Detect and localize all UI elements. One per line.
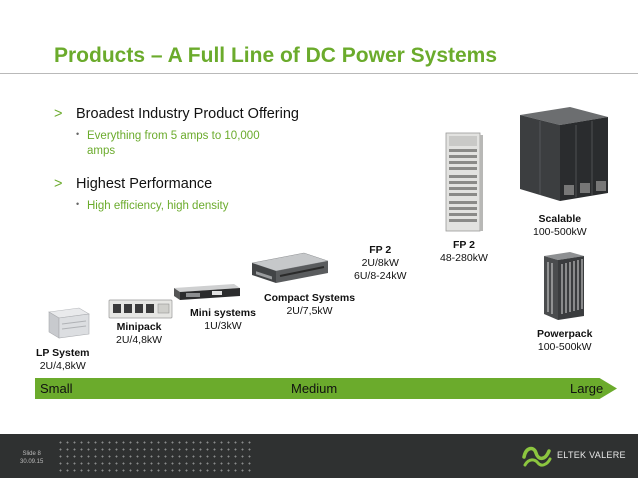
bullet-2-text: Highest Performance — [76, 176, 213, 192]
compact-systems-spec: 2U/7,5kW — [286, 305, 333, 317]
scale-arrow — [35, 378, 617, 399]
lp-system-spec: 2U/4,8kW — [39, 360, 86, 372]
compact-systems-name: Compact Systems — [264, 292, 356, 304]
lp-system-image — [48, 307, 90, 339]
compact-system-image — [251, 252, 329, 283]
slide-label: Slide 8 — [22, 451, 41, 457]
bullet-1-sub: • Everything from 5 amps to 10,000 amps — [76, 127, 260, 159]
scale-medium-label: Medium — [291, 381, 338, 396]
title-divider — [0, 73, 638, 74]
label-mini-systems: Mini systems 1U/3kW — [190, 307, 256, 333]
bullet-marker: > — [54, 106, 63, 122]
slide-title: Products – A Full Line of DC Power Syste… — [54, 44, 498, 67]
bullet-1-sub-line-2: amps — [87, 145, 116, 157]
mini-system-image — [174, 284, 240, 300]
sub-bullet-marker: • — [76, 129, 80, 139]
minipack-spec: 2U/4,8kW — [116, 334, 163, 346]
mini-systems-name: Mini systems — [190, 307, 256, 319]
minipack-name: Minipack — [116, 321, 162, 333]
scale-large-label: Large — [570, 381, 604, 396]
minipack-image — [108, 299, 173, 319]
bullet-1-text: Broadest Industry Product Offering — [76, 106, 299, 122]
bullet-1-sub-line-1: Everything from 5 amps to 10,000 — [87, 130, 260, 142]
slide-date: 30.09.15 — [20, 459, 44, 465]
label-compact-systems: Compact Systems 2U/7,5kW — [264, 292, 355, 318]
label-powerpack: Powerpack 100-500kW — [537, 328, 592, 354]
powerpack-name: Powerpack — [537, 328, 593, 340]
bullet-1: > Broadest Industry Product Offering — [54, 106, 299, 122]
slide-number: Slide 8 30.09.15 — [20, 450, 43, 466]
scalable-cabinet-image — [520, 107, 608, 201]
mini-systems-spec: 1U/3kW — [204, 320, 242, 332]
bullet-marker: > — [54, 176, 63, 192]
sub-bullet-marker: • — [76, 199, 80, 209]
eltek-logo-icon — [522, 446, 552, 467]
scale-small-label: Small — [40, 381, 73, 396]
scalable-name: Scalable — [538, 213, 582, 225]
bullet-2-sub-line-1: High efficiency, high density — [87, 200, 229, 212]
bullet-2: > Highest Performance — [54, 176, 212, 192]
label-minipack: Minipack 2U/4,8kW — [116, 321, 162, 347]
label-scalable: Scalable 100-500kW — [533, 213, 587, 239]
fp2-rack-image — [445, 132, 483, 232]
label-fp2-small: FP 2 2U/8kW 6U/8-24kW — [354, 244, 407, 283]
fp2-small-spec-2: 6U/8-24kW — [354, 270, 407, 282]
fp2-rack-spec: 48-280kW — [440, 252, 488, 264]
fp2-rack-name: FP 2 — [452, 239, 475, 251]
label-lp-system: LP System 2U/4,8kW — [36, 347, 90, 373]
powerpack-cabinet-image — [544, 252, 584, 320]
footer-dot-pattern — [57, 439, 253, 473]
eltek-logo-text: ELTEK VALERE — [557, 450, 626, 460]
lp-system-name: LP System — [36, 347, 90, 359]
fp2-small-spec-1: 2U/8kW — [361, 257, 399, 269]
label-fp2-rack: FP 2 48-280kW — [440, 239, 488, 265]
scalable-spec: 100-500kW — [533, 226, 587, 238]
bullet-2-sub: • High efficiency, high density — [76, 197, 229, 214]
fp2-small-name: FP 2 — [369, 244, 392, 256]
powerpack-spec: 100-500kW — [537, 341, 592, 353]
